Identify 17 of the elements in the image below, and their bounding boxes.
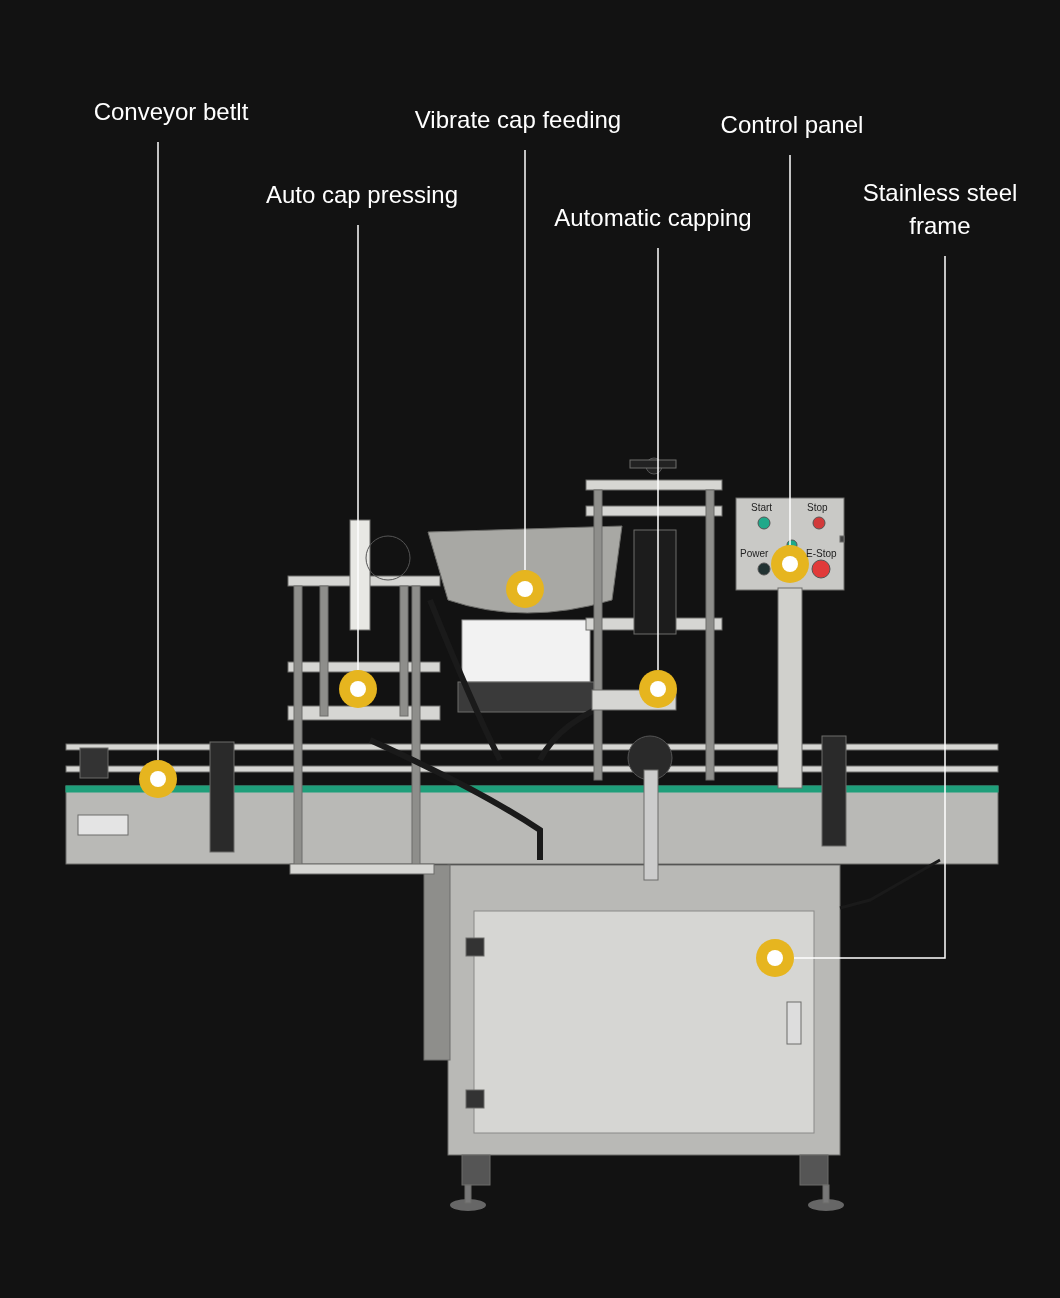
callout-label: Auto cap pressing bbox=[264, 180, 460, 210]
leader-line bbox=[793, 255, 946, 959]
button-label: E-Stop bbox=[806, 548, 837, 559]
callout-label: Vibrate cap feeding bbox=[413, 105, 623, 135]
button-label: Stop bbox=[807, 502, 828, 513]
leader-line bbox=[657, 247, 659, 671]
leader-line bbox=[357, 224, 359, 671]
callout-label: Conveyor betlt bbox=[92, 97, 250, 127]
leader-line bbox=[524, 149, 526, 571]
callout-label: Automatic capping bbox=[553, 203, 753, 233]
callout-label: Control panel bbox=[719, 110, 865, 140]
callout-label: Stainless steel frame bbox=[861, 178, 1019, 241]
callout-dot bbox=[639, 670, 677, 708]
callout-dot bbox=[339, 670, 377, 708]
leader-line bbox=[789, 154, 791, 546]
leader-line bbox=[157, 141, 159, 761]
button-label: Start bbox=[751, 502, 773, 513]
